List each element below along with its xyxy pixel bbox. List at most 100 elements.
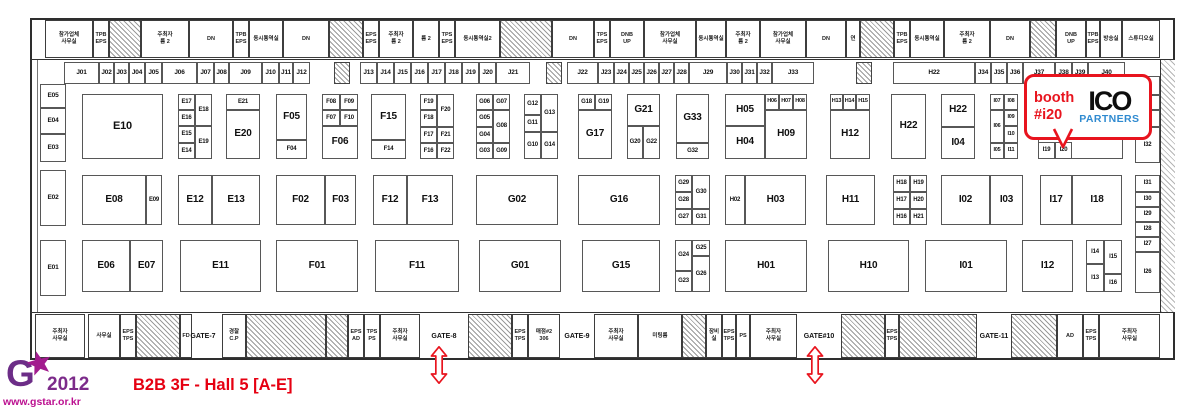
booth-f01: F01 (276, 240, 358, 292)
booth-e19: E19 (195, 126, 212, 159)
booth-f19: F19 (420, 94, 437, 110)
booth-j15: J15 (394, 62, 411, 84)
booth-g28: G28 (675, 192, 692, 209)
top-strip-room: 동시통역실2 (455, 20, 500, 58)
booth-i27: I27 (1135, 237, 1160, 252)
bottom-strip-room: TPS PS (364, 314, 380, 358)
top-strip-room: DN (552, 20, 594, 58)
booth-g08: G08 (493, 110, 510, 143)
gate-direction-arrow-icon (806, 346, 824, 385)
booth-h15: H15 (856, 94, 870, 110)
gstar-logo-g: G (6, 353, 35, 394)
booth-g25: G25 (692, 240, 710, 256)
booth-e13: E13 (212, 175, 260, 225)
top-strip-room: 동시통역실 (910, 20, 944, 58)
booth-e15: E15 (178, 126, 195, 143)
booth-i26: I26 (1135, 252, 1160, 293)
top-strip-room: DN (806, 20, 846, 58)
top-strip-room: 주최자 룸 2 (726, 20, 760, 58)
bottom-strip-room: 경찰 C.P (222, 314, 246, 358)
booth-j17: J17 (428, 62, 445, 84)
top-strip-stairs-area (109, 20, 141, 58)
booth-j11: J11 (279, 62, 293, 84)
booth-i11: I11 (1004, 143, 1018, 159)
top-service-strip (30, 18, 1175, 60)
booth-g03: G03 (476, 143, 493, 159)
booth-g33: G33 (676, 94, 709, 143)
ico-logo-text: ICO (1088, 85, 1132, 116)
booth-g10: G10 (524, 132, 541, 159)
booth-f12: F12 (373, 175, 407, 225)
column-mark (856, 62, 872, 84)
booth-e17: E17 (178, 94, 195, 110)
booth-j16: J16 (411, 62, 428, 84)
booth-callout-text: booth #i20 (1034, 90, 1074, 123)
booth-h21: H21 (910, 209, 927, 225)
booth-callout-bubble: booth #i20 ICO PARTNERS (1024, 74, 1152, 140)
booth-f11: F11 (375, 240, 459, 292)
bottom-strip-stairs-area (468, 314, 512, 358)
booth-j27: J27 (659, 62, 674, 84)
booth-f05: F05 (276, 94, 307, 140)
top-strip-room: 주최자 룸 2 (379, 20, 413, 58)
booth-h05: H05 (725, 94, 765, 126)
booth-j26: J26 (644, 62, 659, 84)
booth-g12: G12 (524, 94, 541, 115)
top-strip-room: 동시통역실 (696, 20, 726, 58)
top-strip-room: 참가업체 사무실 (644, 20, 696, 58)
booth-f22: F22 (437, 143, 454, 159)
booth-e09: E09 (146, 175, 162, 225)
booth-g20: G20 (627, 126, 643, 159)
column-mark (546, 62, 562, 84)
booth-h18: H18 (893, 175, 910, 192)
booth-e02: E02 (40, 170, 66, 226)
top-strip-room: 참가업체 사무실 (760, 20, 806, 58)
bottom-strip-room: AD (1057, 314, 1083, 358)
booth-j06: J06 (162, 62, 197, 84)
booth-j30: J30 (727, 62, 742, 84)
booth-g17: G17 (578, 110, 612, 159)
booth-i13: I13 (1086, 264, 1104, 292)
top-strip-room: DN (990, 20, 1030, 58)
booth-j12: J12 (293, 62, 310, 84)
booth-j31: J31 (742, 62, 757, 84)
booth-g01: G01 (479, 240, 561, 292)
column-mark (334, 62, 350, 84)
booth-e21: E21 (226, 94, 260, 110)
booth-i10: I10 (1004, 126, 1018, 143)
booth-i03: I03 (990, 175, 1023, 225)
booth-i05: I05 (990, 143, 1004, 159)
booth-h06: H06 (765, 94, 779, 110)
bottom-strip-room: 사무실 (88, 314, 120, 358)
booth-e04: E04 (40, 108, 66, 134)
bottom-strip-room: 주최자 사무실 (750, 314, 797, 358)
top-strip-stairs-area (329, 20, 363, 58)
booth-i19: I19 (1038, 142, 1055, 159)
top-strip-room: TPS EPS (594, 20, 610, 58)
booth-h22: H22 (941, 94, 975, 127)
booth-i07: I07 (990, 94, 1004, 110)
top-strip-room: EPS EPS (363, 20, 379, 58)
booth-f14: F14 (371, 140, 406, 159)
top-strip-room: 주최자 룸 2 (944, 20, 990, 58)
top-strip-stairs-area (860, 20, 894, 58)
partners-logo-text: PARTNERS (1079, 113, 1140, 126)
top-strip-room: 스튜디오실 (1122, 20, 1160, 58)
booth-g30: G30 (692, 175, 710, 209)
bottom-strip-room: PS (736, 314, 750, 358)
booth-i12: I12 (1022, 240, 1073, 292)
bottom-strip-room: 주최자 사무실 (35, 314, 85, 358)
gate-label-gate9: GATE-9 (564, 332, 590, 340)
booth-e08: E08 (82, 175, 146, 225)
callout-tail (1052, 128, 1074, 149)
booth-e10: E10 (82, 94, 163, 159)
booth-g29: G29 (675, 175, 692, 192)
bottom-strip-room: EPS TPS (885, 314, 899, 358)
ico-partners-logo: ICO PARTNERS (1079, 85, 1140, 126)
booth-g14: G14 (541, 132, 558, 159)
gstar-url: www.gstar.or.kr (3, 396, 81, 408)
bottom-strip-room: 미팅룸 (638, 314, 682, 358)
booth-e12: E12 (178, 175, 212, 225)
top-strip-room: TPS EPS (439, 20, 455, 58)
top-strip-room: TPB EPS (93, 20, 109, 58)
